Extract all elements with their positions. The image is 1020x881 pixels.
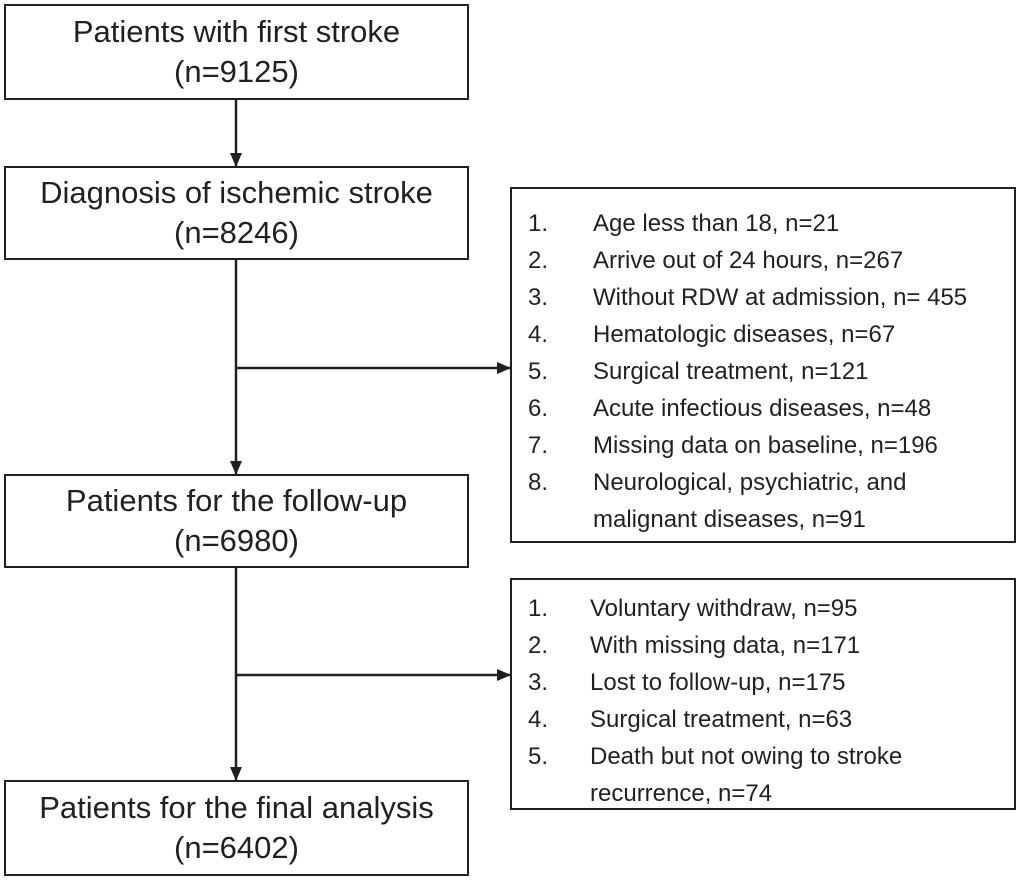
exclusion-item: 4. Surgical treatment, n=63 xyxy=(528,701,1006,738)
exclusion-item-text: Death but not owing to stroke recurrence… xyxy=(590,743,903,807)
box-final-analysis-count: (n=6402) xyxy=(174,830,299,865)
exclusion-item: 7. Missing data on baseline, n=196 xyxy=(528,427,1006,464)
exclusion-item-text: Hematologic diseases, n=67 xyxy=(593,321,896,348)
exclusion-item: 2. Arrive out of 24 hours, n=267 xyxy=(528,242,1006,279)
exclusion-item-number: 2. xyxy=(528,632,549,659)
exclusion-item: 4. Hematologic diseases, n=67 xyxy=(528,316,1006,353)
exclusion-item-text: Neurological, psychiatric, and malignant… xyxy=(593,469,907,533)
exclusion-item: 3. Without RDW at admission, n= 455 xyxy=(528,279,1006,316)
box-ischemic-stroke: Diagnosis of ischemic stroke (n=8246) xyxy=(4,166,469,260)
exclusion-item-number: 3. xyxy=(528,669,549,696)
exclusion-item-number: 8. xyxy=(528,469,549,496)
exclusion-item-text: Acute infectious diseases, n=48 xyxy=(593,395,932,422)
exclusion-item-text: Surgical treatment, n=63 xyxy=(590,706,853,733)
exclusion-box-2: 1. Voluntary withdraw, n=95 2. With missing… xyxy=(510,578,1016,810)
exclusion-item-text: Surgical treatment, n=121 xyxy=(593,358,869,385)
exclusion-item-text: Missing data on baseline, n=196 xyxy=(593,432,938,459)
box-first-stroke-count: (n=9125) xyxy=(174,54,299,89)
exclusion-item: 5. Surgical treatment, n=121 xyxy=(528,353,1006,390)
exclusion-item-number: 6. xyxy=(528,395,549,422)
exclusion-item: 3. Lost to follow-up, n=175 xyxy=(528,664,1006,701)
exclusion-item-text: Voluntary withdraw, n=95 xyxy=(590,595,858,622)
box-follow-up: Patients for the follow-up (n=6980) xyxy=(4,474,469,568)
box-final-analysis: Patients for the final analysis (n=6402) xyxy=(4,780,469,876)
exclusion-item-number: 1. xyxy=(528,210,549,237)
exclusion-item-number: 2. xyxy=(528,247,549,274)
box-follow-up-count: (n=6980) xyxy=(174,523,299,558)
box-ischemic-stroke-count: (n=8246) xyxy=(174,215,299,250)
exclusion-item: 5. Death but not owing to stroke recurren… xyxy=(528,738,1006,812)
exclusion-item-number: 4. xyxy=(528,321,549,348)
exclusion-item-text: With missing data, n=171 xyxy=(590,632,861,659)
exclusion-item-text: Arrive out of 24 hours, n=267 xyxy=(593,247,904,274)
exclusion-item-text: Lost to follow-up, n=175 xyxy=(590,669,846,696)
exclusion-item-number: 3. xyxy=(528,284,549,311)
box-first-stroke-title: Patients with first stroke xyxy=(72,14,401,49)
exclusion-item: 6. Acute infectious diseases, n=48 xyxy=(528,390,1006,427)
exclusion-item-number: 1. xyxy=(528,595,549,622)
exclusion-item: 1. Voluntary withdraw, n=95 xyxy=(528,590,1006,627)
box-ischemic-stroke-title: Diagnosis of ischemic stroke xyxy=(40,175,433,210)
box-final-analysis-title: Patients for the final analysis xyxy=(39,790,434,825)
box-follow-up-title: Patients for the follow-up xyxy=(65,483,408,518)
exclusion-item: 1. Age less than 18, n=21 xyxy=(528,205,1006,242)
exclusion-item: 2. With missing data, n=171 xyxy=(528,627,1006,664)
exclusion-box-1: 1. Age less than 18, n=21 2. Arrive out of … xyxy=(510,187,1016,543)
exclusion-item-number: 5. xyxy=(528,358,549,385)
exclusion-item-number: 7. xyxy=(528,432,549,459)
exclusion-item-number: 4. xyxy=(528,706,549,733)
exclusion-item: 8. Neurological, psychiatric, and maligna… xyxy=(528,464,1006,538)
box-first-stroke: Patients with first stroke (n=9125) xyxy=(4,4,469,100)
exclusion-item-number: 5. xyxy=(528,743,549,770)
exclusion-item-text: Without RDW at admission, n= 455 xyxy=(593,284,968,311)
exclusion-item-text: Age less than 18, n=21 xyxy=(593,210,840,237)
